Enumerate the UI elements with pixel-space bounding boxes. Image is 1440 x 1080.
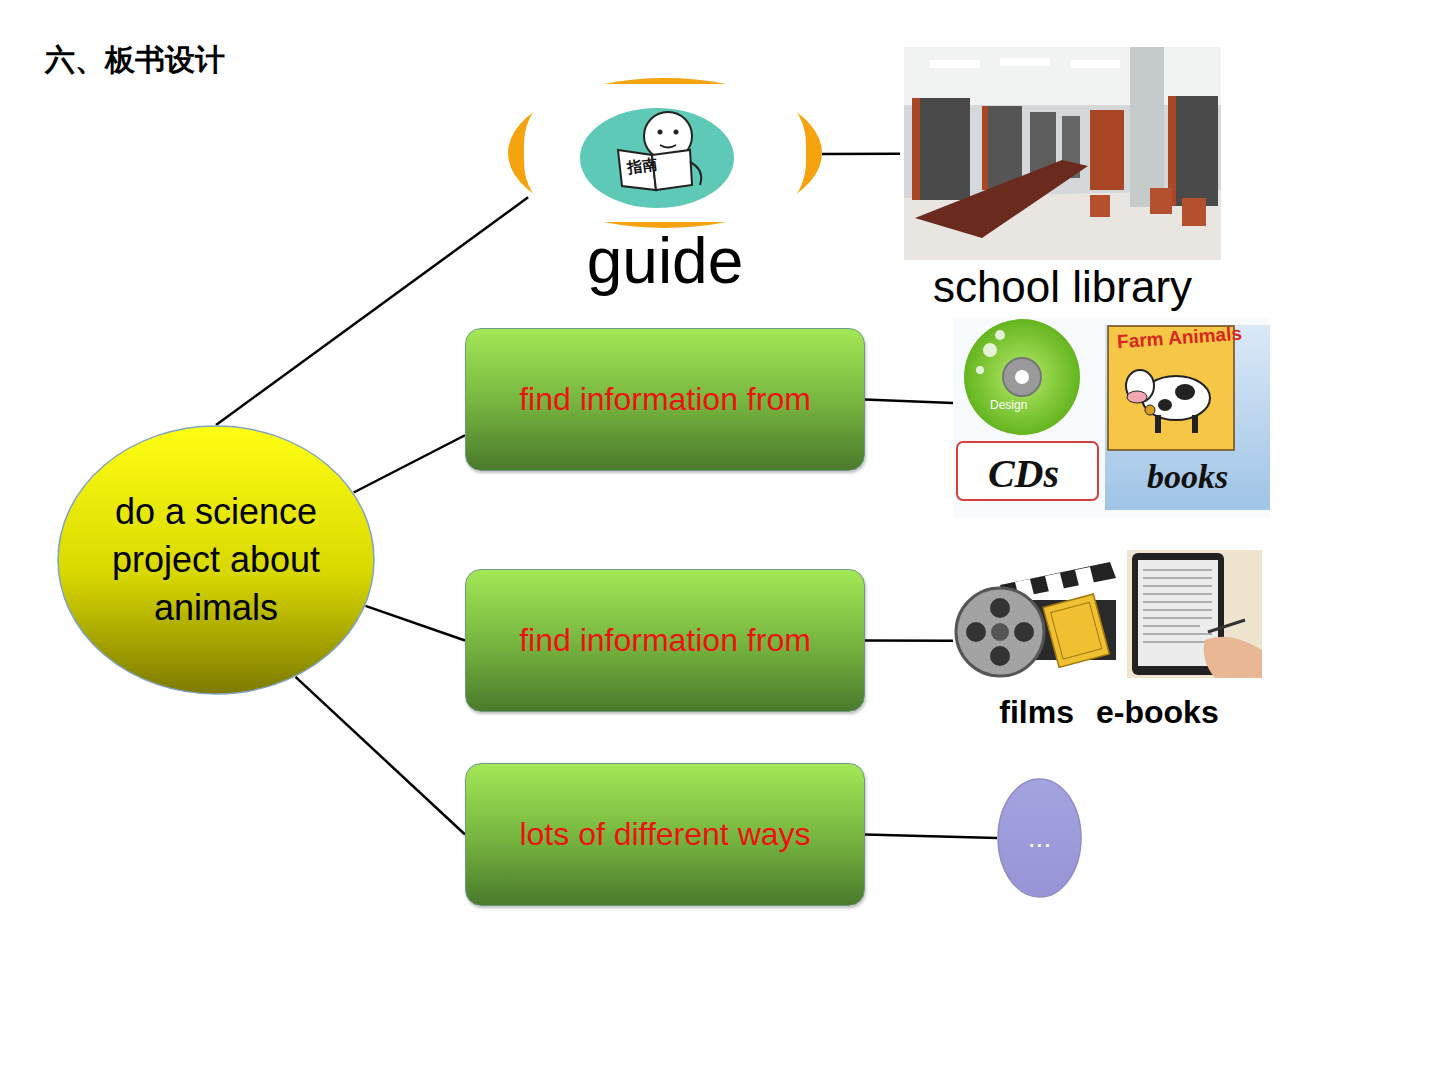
node-text: guide: [587, 228, 744, 295]
films-ebooks-picture: [953, 550, 1262, 678]
guide-icon: [508, 78, 822, 228]
node-text: books: [1105, 457, 1270, 498]
board-title: 六、板书设计: [45, 40, 225, 81]
node-text: find information from: [519, 621, 811, 659]
connector-line: [865, 400, 953, 404]
process-box: find information from: [465, 328, 865, 471]
connector-line: [822, 152, 900, 155]
connector-line: [865, 835, 997, 839]
library-photo: [904, 47, 1221, 260]
connector-line: [296, 677, 466, 835]
process-box: find information from: [465, 569, 865, 712]
node-text: ...: [1028, 821, 1051, 855]
node-text: e-books: [1096, 693, 1219, 731]
resource-node: films e-books: [953, 550, 1265, 735]
guide-node: guide: [508, 78, 822, 295]
node-text: school library: [933, 264, 1192, 310]
process-box: lots of different ways: [465, 763, 865, 906]
node-text: do a science project about animals: [91, 488, 341, 632]
node-text: lots of different ways: [519, 815, 810, 853]
more-ellipse: ...: [997, 778, 1082, 898]
node-text: find information from: [519, 380, 811, 418]
node-text: CDs: [953, 450, 1094, 498]
node-text: films: [999, 693, 1074, 731]
cds-books-picture: [953, 318, 1270, 518]
library-node: school library: [900, 45, 1225, 310]
topic-ellipse: do a science project about animals: [57, 425, 375, 695]
connector-line: [365, 606, 465, 641]
connector-line: [865, 639, 953, 642]
picture-text: Design: [990, 398, 1027, 412]
connector-line: [354, 435, 465, 492]
